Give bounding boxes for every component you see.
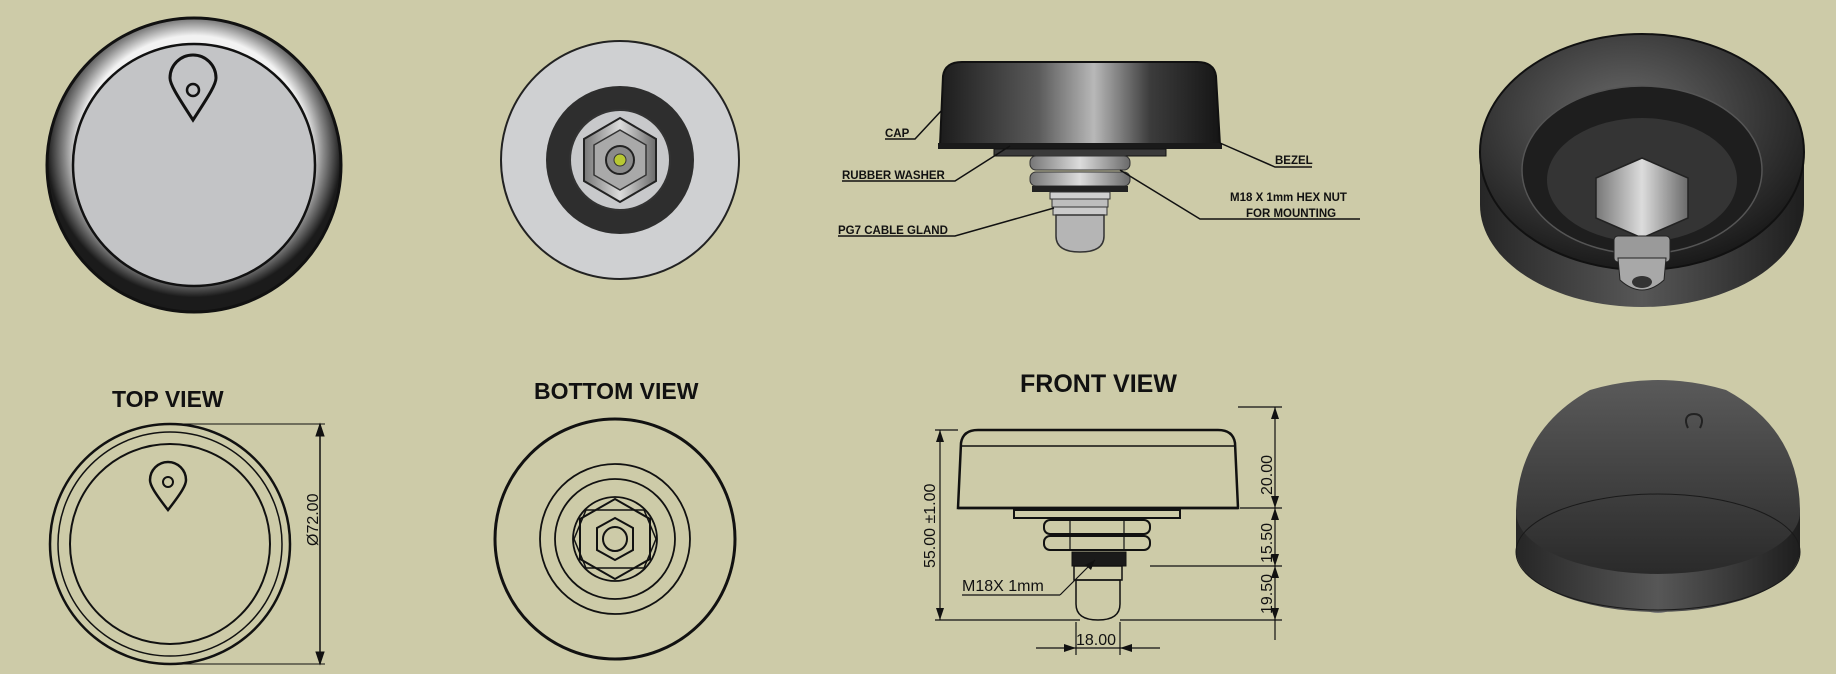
bottom-view-drawing [493, 417, 737, 661]
dimension-diameter: Ø72.00 [305, 493, 322, 546]
bottom-view-title: BOTTOM VIEW [534, 378, 699, 404]
dimension-thread: M18X 1mm [962, 578, 1044, 595]
isometric-top-render [1515, 380, 1801, 613]
callout-hex-nut-line1: M18 X 1mm HEX NUT [1230, 192, 1347, 204]
shaded-top-view [45, 16, 343, 314]
shaded-bottom-view [500, 40, 740, 280]
location-pin-icon [148, 460, 188, 513]
dimension-cap-height: 20.00 [1259, 455, 1276, 495]
callout-bezel: BEZEL [1275, 155, 1313, 167]
callout-pg7-cable-gland: PG7 CABLE GLAND [838, 225, 948, 237]
location-pin-icon [168, 53, 218, 123]
shaded-front-view: CAP RUBBER WASHER PG7 CABLE GLAND BEZEL … [838, 61, 1360, 253]
cable-gland [1049, 191, 1111, 253]
front-view-drawing [935, 406, 1282, 655]
dimension-overall-height: 55.00 ±1.00 [922, 483, 939, 568]
location-pin-icon [1685, 412, 1703, 429]
dimension-arrows [936, 407, 1279, 652]
dimension-gland-height: 19.50 [1259, 574, 1276, 614]
callout-hex-nut-line2: FOR MOUNTING [1246, 208, 1336, 220]
leader-lines [838, 109, 1360, 237]
callout-cap: CAP [885, 128, 910, 140]
hex-nut-stack [1029, 155, 1131, 192]
dimension-gland-width: 18.00 [1076, 632, 1116, 649]
front-view-title: FRONT VIEW [1020, 370, 1177, 398]
top-view-drawing [48, 422, 325, 666]
dimension-lines [935, 406, 1282, 655]
top-view-title: TOP VIEW [112, 386, 224, 412]
isometric-underside-render [1479, 33, 1805, 307]
dimension-nut-height: 15.50 [1259, 523, 1276, 563]
callout-rubber-washer: RUBBER WASHER [842, 170, 946, 182]
